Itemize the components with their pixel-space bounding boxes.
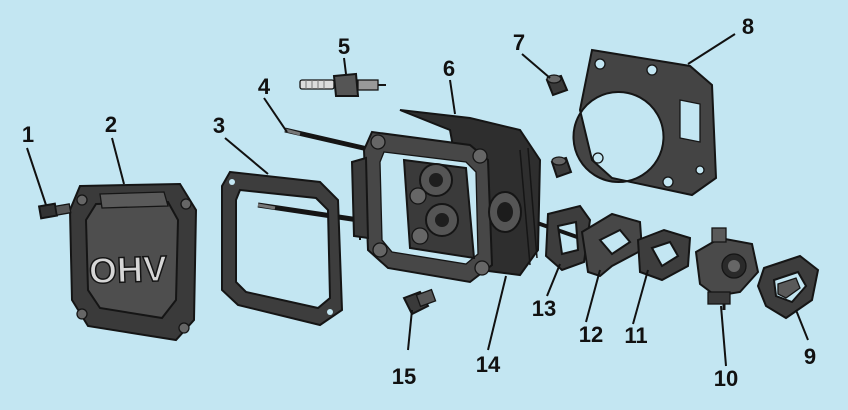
part-9-air-filter-gasket: [756, 254, 820, 320]
part-7-dowel-pins: [545, 74, 573, 179]
part-1-cover-bolt: [37, 202, 72, 220]
part-6-cylinder-head: [350, 109, 542, 284]
callout-14: 14: [476, 352, 501, 377]
part-15-bolt: [402, 288, 437, 316]
part-8-head-gasket: [572, 48, 718, 197]
callout-2: 2: [105, 112, 117, 137]
leader-lines: [26, 33, 809, 367]
callout-3: 3: [213, 113, 225, 138]
part-3-cover-gasket: [221, 170, 344, 327]
part-10-carburetor: [694, 227, 760, 310]
part-12-spacer: [580, 212, 644, 278]
part-13-insulator-gasket: [544, 204, 592, 272]
part-2-valve-cover: OHV: [68, 182, 198, 342]
callout-9: 9: [804, 344, 816, 369]
callout-numbers: 1 2 3 4 5 6 7 8 9 10 11 12 13 14 15: [22, 14, 816, 391]
callout-15: 15: [392, 364, 416, 389]
cover-marking-text: OHV: [88, 248, 167, 292]
callout-6: 6: [443, 56, 455, 81]
callout-13: 13: [532, 296, 556, 321]
callout-1: 1: [22, 122, 34, 147]
callout-10: 10: [714, 366, 738, 391]
part-5-spark-plug: [299, 72, 386, 97]
callout-11: 11: [624, 323, 647, 348]
callout-5: 5: [338, 34, 350, 59]
callout-4: 4: [258, 74, 271, 99]
part-11-gasket: [636, 228, 692, 282]
callout-12: 12: [579, 322, 603, 347]
callout-7: 7: [513, 30, 525, 55]
callout-8: 8: [742, 14, 754, 39]
